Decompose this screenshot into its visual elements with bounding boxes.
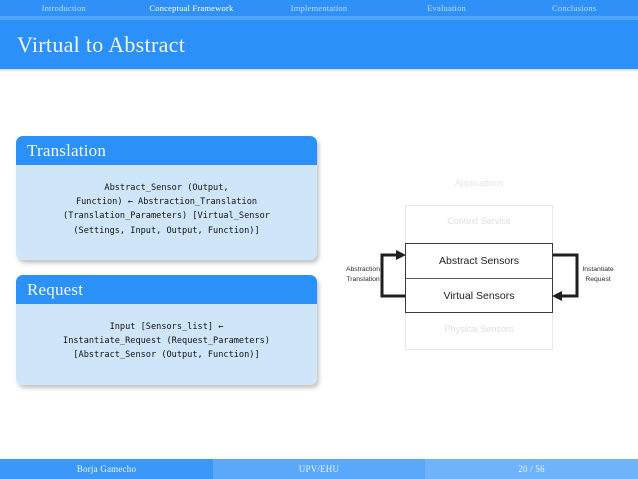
nav-underline-strip	[0, 16, 638, 20]
nav-item-introduction[interactable]: Introduction	[41, 3, 86, 13]
block-request-body: Input [Sensors_list] ← Instantiate_Reque…	[16, 304, 317, 385]
footer-institution: UPV/EHU	[213, 459, 425, 479]
block-request-code: Input [Sensors_list] ← Instantiate_Reque…	[63, 322, 270, 361]
nav-item-conceptual-framework[interactable]: Conceptual Framework	[149, 3, 234, 13]
diagram-layer-abstract-sensors: Abstract Sensors	[439, 255, 519, 267]
footer-divider	[0, 457, 638, 459]
abstraction-translation-arrowhead	[396, 250, 406, 260]
diagram-layer-context-service: Context Service	[447, 216, 511, 226]
diagram-arrows	[380, 250, 579, 301]
block-request: Request Input [Sensors_list] ← Instantia…	[16, 275, 317, 385]
instantiate-request-arrow-path	[553, 253, 579, 298]
nav-item-evaluation[interactable]: Evaluation	[427, 3, 466, 13]
slide-title-bar: Virtual to Abstract	[0, 20, 638, 69]
footer-page-number: 20 / 56	[425, 459, 638, 479]
block-translation-title: Translation	[27, 140, 107, 160]
instantiate-request-arrowhead	[552, 291, 562, 301]
block-translation-header: Translation	[16, 136, 317, 165]
footer-bar: Borja Gamecho UPV/EHU 20 / 56	[0, 459, 638, 479]
nav-item-implementation[interactable]: Implementation	[290, 3, 348, 13]
abstraction-translation-arrow-path	[380, 253, 405, 298]
diagram-layer-virtual-sensors: Virtual Sensors	[406, 278, 552, 312]
label-instantiate-request: Instantiate Request	[582, 266, 614, 283]
page-title: Virtual to Abstract	[17, 31, 186, 57]
title-shadow	[0, 69, 638, 72]
block-translation-code: Abstract_Sensor (Output, Function) ← Abs…	[63, 183, 270, 236]
diagram-layer-physical-sensors: Physical Sensors	[444, 324, 514, 334]
block-translation: Translation Abstract_Sensor (Output, Fun…	[16, 136, 317, 260]
diagram-core-box: Abstract Sensors Virtual Sensors	[405, 243, 553, 313]
architecture-diagram: Applications Context Service Physical Se…	[330, 170, 630, 355]
block-translation-body: Abstract_Sensor (Output, Function) ← Abs…	[16, 165, 317, 260]
block-request-title: Request	[27, 279, 84, 299]
diagram-layer-applications: Applications	[454, 178, 504, 188]
nav-item-conclusions[interactable]: Conclusions	[552, 3, 597, 13]
top-navigation-bar: Introduction Conceptual Framework Implem…	[0, 0, 638, 16]
block-request-header: Request	[16, 275, 317, 304]
label-abstraction-translation: Abstraction Translation	[345, 266, 380, 283]
footer-author: Borja Gamecho	[0, 459, 213, 479]
